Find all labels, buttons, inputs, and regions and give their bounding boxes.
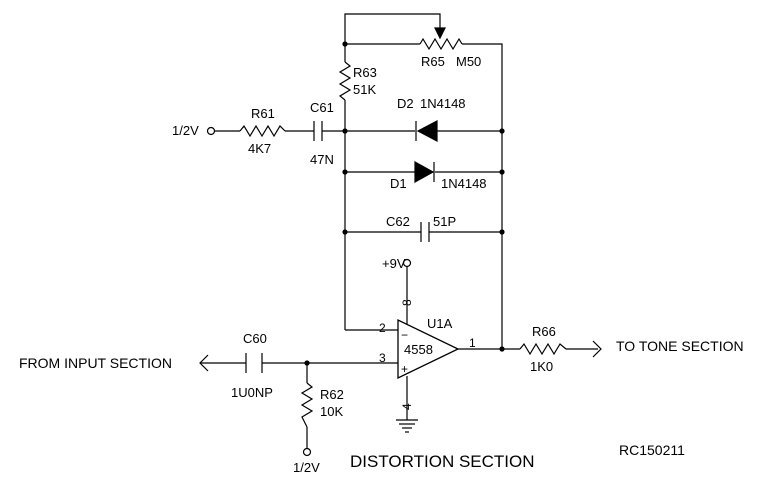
c61-value: 47N	[310, 152, 334, 167]
pin-3-label: 3	[379, 351, 386, 365]
input-arrow	[199, 354, 209, 372]
d1-ref: D1	[390, 176, 407, 191]
supply-terminal	[402, 258, 412, 268]
c61-capacitor: C61 47N	[310, 100, 334, 167]
noninverting-sign: +	[401, 362, 408, 376]
r66-resistor	[519, 342, 567, 356]
input-label: FROM INPUT SECTION	[19, 355, 172, 371]
half-volt-label-bottom: 1/2V	[293, 460, 320, 475]
section-title: DISTORTION SECTION	[350, 452, 535, 471]
drawing-id: RC150211	[619, 442, 685, 458]
c62-ref: C62	[386, 214, 410, 229]
output-section: R66 1K0 TO TONE SECTION	[519, 324, 744, 374]
inverting-sign: −	[401, 328, 408, 342]
c62-capacitor: C62 51P	[386, 214, 456, 242]
pin-1-label: 1	[469, 336, 476, 350]
pin-4-label: 4	[400, 403, 414, 410]
pin-8-label: 8	[400, 299, 414, 306]
half-volt-terminal-left	[206, 126, 216, 136]
r65-value: M50	[456, 54, 481, 69]
u1a-part: 4558	[404, 342, 433, 357]
r61-ref: R61	[251, 106, 275, 121]
d2-value: 1N4148	[420, 96, 466, 111]
half-volt-label-left: 1/2V	[172, 123, 199, 138]
r65-ref: R65	[421, 54, 445, 69]
u1a-ref: U1A	[427, 316, 453, 331]
c60-ref: C60	[243, 331, 267, 346]
supply-9v: +9V 8	[382, 256, 414, 306]
r61-resistor: 1/2V R61 4K7	[172, 106, 286, 156]
junction-dots	[304, 41, 505, 366]
supply-label: +9V	[382, 256, 406, 271]
r63-value: 51K	[353, 82, 376, 97]
d1-value: 1N4148	[441, 176, 487, 191]
c60-value: 1U0NP	[231, 385, 273, 400]
output-label: TO TONE SECTION	[616, 338, 744, 354]
input-section: FROM INPUT SECTION C60 1U0NP	[19, 331, 273, 400]
r62-ref: R62	[320, 387, 344, 402]
ground-symbol	[396, 419, 418, 433]
c61-ref: C61	[310, 100, 334, 115]
r63-resistor: R63 51K	[338, 61, 377, 101]
d2-diode: D2 1N4148	[397, 96, 466, 142]
r61-value: 4K7	[248, 141, 271, 156]
pin-2-label: 2	[379, 321, 386, 335]
output-arrow	[592, 340, 602, 358]
d2-ref: D2	[397, 96, 414, 111]
d1-diode: D1 1N4148	[390, 160, 487, 191]
c62-value: 51P	[433, 214, 456, 229]
r66-value: 1K0	[530, 359, 553, 374]
wires	[200, 13, 598, 448]
r63-ref: R63	[353, 65, 377, 80]
u1a-opamp: U1A 4558 − + 2 3 1 4	[379, 316, 476, 410]
r62-resistor: R62 10K 1/2V	[293, 382, 344, 475]
half-volt-terminal-bottom	[302, 447, 312, 457]
r66-ref: R66	[532, 324, 556, 339]
r62-value: 10K	[320, 404, 343, 419]
r65-potentiometer: R65 M50	[419, 27, 481, 69]
